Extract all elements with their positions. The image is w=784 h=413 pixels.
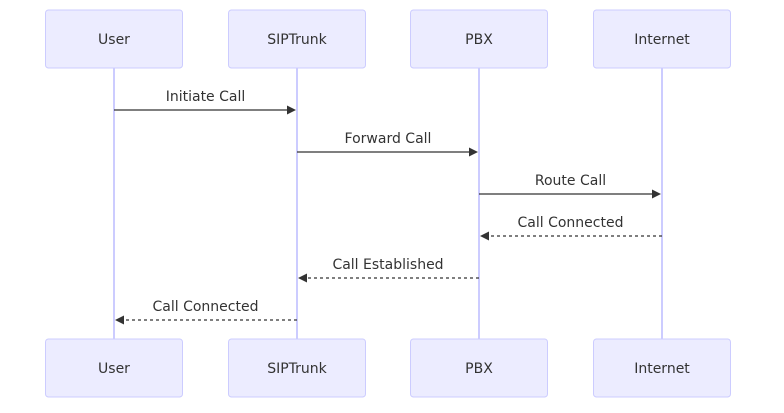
message-6: Call Connected — [115, 299, 297, 325]
arrowhead-icon — [115, 315, 124, 325]
participant-box — [228, 338, 366, 398]
message-3: Route Call — [479, 173, 661, 199]
participant-label: Internet — [634, 32, 690, 48]
participant-label: PBX — [465, 32, 493, 48]
participant-top-internet: Internet — [593, 9, 731, 69]
participant-label: User — [98, 361, 130, 377]
message-label: Route Call — [535, 173, 606, 189]
arrowhead-icon — [652, 189, 661, 199]
participant-top-user: User — [45, 9, 183, 69]
participant-box — [410, 338, 548, 398]
participant-label: User — [98, 32, 130, 48]
participant-label: PBX — [465, 361, 493, 377]
message-5: Call Established — [298, 257, 479, 283]
participant-box — [228, 9, 366, 69]
message-4: Call Connected — [480, 215, 662, 241]
message-label: Call Connected — [518, 215, 624, 231]
participant-label: SIPTrunk — [267, 32, 327, 48]
participant-bottom-pbx: PBX — [410, 338, 548, 398]
participant-box — [45, 9, 183, 69]
participant-box — [593, 9, 731, 69]
message-label: Forward Call — [345, 131, 432, 147]
participant-box — [45, 338, 183, 398]
lifelines — [113, 68, 663, 339]
participant-top-siptrunk: SIPTrunk — [228, 9, 366, 69]
participant-bottom-internet: Internet — [593, 338, 731, 398]
participant-bottom-siptrunk: SIPTrunk — [228, 338, 366, 398]
participant-box — [593, 338, 731, 398]
message-label: Call Established — [332, 257, 443, 273]
arrowhead-icon — [298, 273, 307, 283]
message-label: Call Connected — [153, 299, 259, 315]
arrowhead-icon — [469, 147, 478, 157]
participants-top: User SIPTrunk PBX Internet — [45, 9, 731, 69]
message-1: Initiate Call — [114, 89, 296, 115]
arrowhead-icon — [287, 105, 296, 115]
message-label: Initiate Call — [166, 89, 246, 105]
participant-top-pbx: PBX — [410, 9, 548, 69]
participant-box — [410, 9, 548, 69]
participant-label: SIPTrunk — [267, 361, 327, 377]
arrowhead-icon — [480, 231, 489, 241]
participants-bottom: User SIPTrunk PBX Internet — [45, 338, 731, 398]
participant-bottom-user: User — [45, 338, 183, 398]
message-2: Forward Call — [297, 131, 478, 157]
participant-label: Internet — [634, 361, 690, 377]
